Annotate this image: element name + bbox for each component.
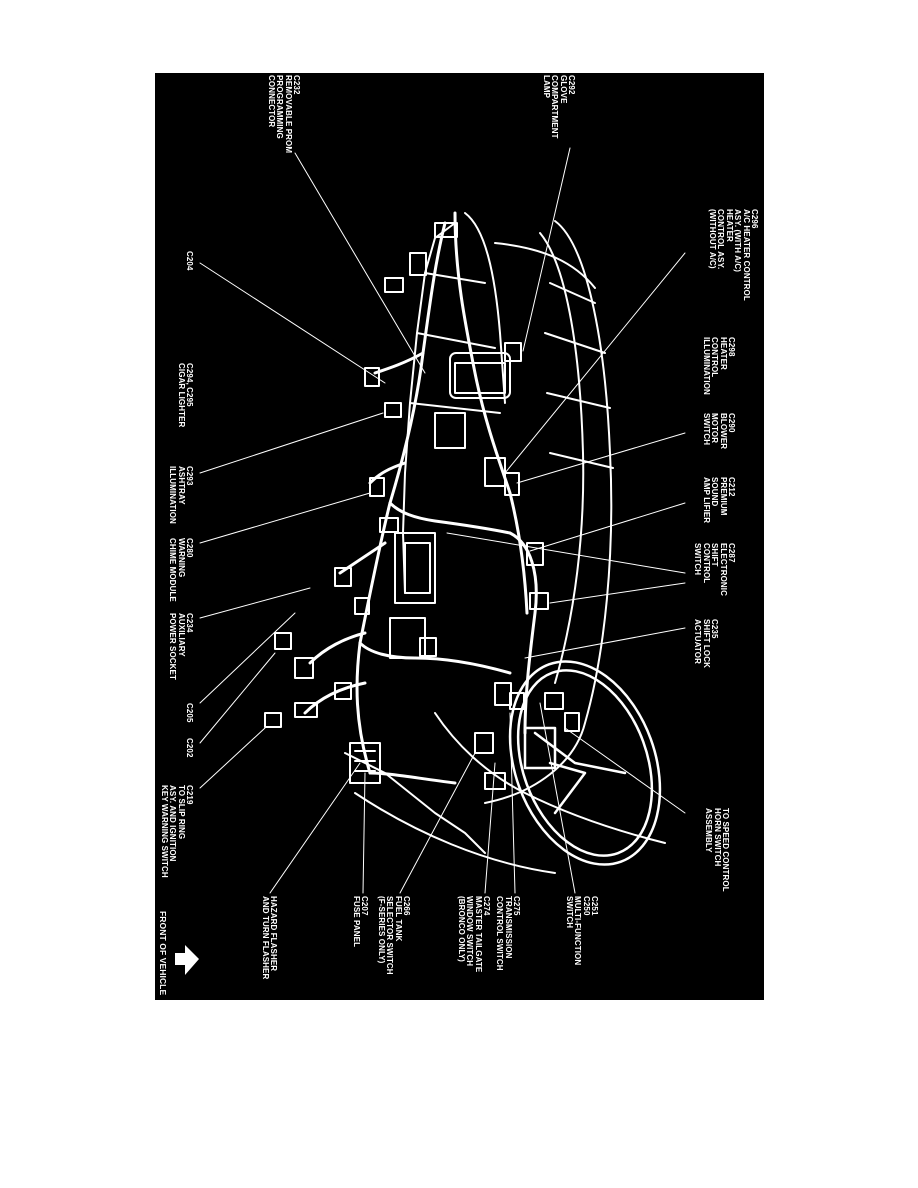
- label-c290: C290 BLOWER MOTOR SWITCH: [701, 413, 736, 450]
- connector-blocks: [264, 222, 580, 790]
- label-c207: C207 FUSE PANEL: [351, 896, 369, 948]
- label-c298: C298 HEATER CONTROL ILLUMINATION: [701, 337, 736, 395]
- label-speed-control: TO SPEED CONTROL HORN SWITCH ASSEMBLY: [704, 808, 730, 892]
- label-c294: C294, C295 CIGAR LIGHTER: [176, 363, 194, 428]
- label-c280: C280 WARNING CHIME MODULE: [168, 538, 194, 602]
- label-c293: C293 ASHTRAY ILLUMINATION: [168, 466, 194, 524]
- label-c235: C235 SHIFT LOCK ACTUATOR: [693, 619, 719, 668]
- label-c274: C274 MASTER TAILGATE WINDOW SWITCH (BRON…: [456, 896, 491, 973]
- instrument-panel-outline: [344, 212, 666, 874]
- diagram-panel: C232 REMOVABLE PROM PROGRAMMING CONNECTO…: [155, 73, 764, 1000]
- label-c204: C204: [185, 251, 194, 271]
- label-c234: C234 AUXILIARY POWER SOCKET: [168, 613, 194, 680]
- arrow-icon: [175, 943, 199, 975]
- label-c296: C296 A/C HEATER CONTROL ASY. (WITH A/C) …: [707, 209, 759, 301]
- label-c287: C287 ELECTRONIC SHIFT CONTROL SWITCH: [693, 543, 736, 596]
- label-c212: C212 PREMIUM SOUND AMP LIFIER: [701, 477, 736, 524]
- leader-lines: [199, 147, 686, 894]
- label-c232: C232 REMOVABLE PROM PROGRAMMING CONNECTO…: [266, 75, 301, 154]
- label-hazard-flasher: HAZARD FLASHER AND TURN FLASHER: [260, 896, 278, 980]
- label-c266: C266 FUEL TANK SELECTOR SWITCH (F-SERIES…: [376, 896, 411, 975]
- label-c251: C251 C250 MULTI-FUNCTION SWITCH: [564, 896, 599, 966]
- front-of-vehicle-label: FRONT OF VEHICLE: [158, 911, 168, 996]
- label-c205: C205: [185, 703, 194, 723]
- wiring-harness: [303, 211, 538, 785]
- label-c292: C292 GLOVE COMPARTMENT LAMP: [541, 75, 576, 139]
- wiring-diagram: [199, 147, 686, 894]
- label-c275: C275 TRANSMISSION CONTROL SWITCH: [495, 896, 521, 971]
- steering-wheel: [508, 660, 662, 866]
- glovebox-module: [389, 352, 511, 659]
- label-c219: C219 TO SLIP RING ASY. AND IGNITION KEY …: [159, 785, 194, 878]
- label-c202: C202: [185, 738, 194, 758]
